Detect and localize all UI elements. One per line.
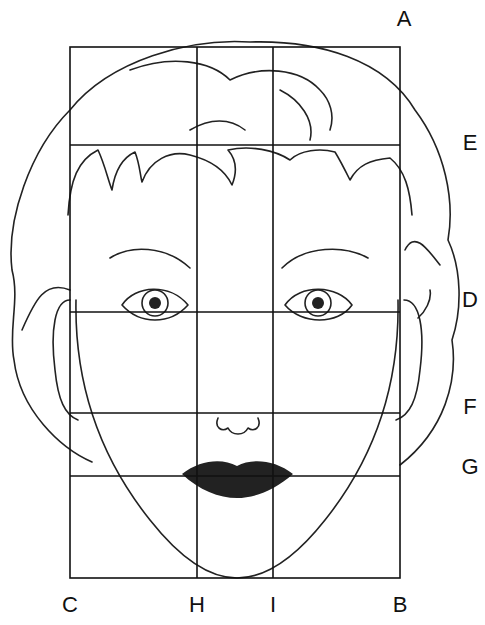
grid-line (70, 475, 400, 477)
right-pupil (312, 297, 324, 309)
point-letter: F (463, 396, 476, 418)
point-letter: D (462, 289, 478, 311)
face-outline (76, 300, 398, 578)
point-letter: G (461, 456, 478, 478)
grid-frame (70, 47, 400, 578)
right-brow (282, 249, 368, 268)
left-brow (110, 249, 190, 268)
point-letter: A (397, 8, 412, 30)
point-letter: B (393, 594, 408, 616)
point-letter: I (270, 594, 276, 616)
lips (182, 461, 293, 498)
hairline (68, 148, 412, 215)
point-letter: H (189, 594, 205, 616)
grid-line (70, 311, 400, 313)
grid-line (70, 412, 400, 414)
hair-wave (22, 242, 440, 330)
left-pupil (149, 297, 161, 309)
grid-line (272, 47, 274, 578)
left-ear (53, 300, 78, 420)
point-letter: C (62, 594, 78, 616)
hair-strand (130, 61, 332, 140)
grid-line (196, 47, 198, 578)
left-eye (122, 289, 188, 320)
grid-line (70, 144, 400, 146)
right-eye (285, 289, 352, 320)
point-letter: E (463, 132, 478, 154)
hair-outline (11, 42, 459, 465)
nose (217, 418, 259, 434)
